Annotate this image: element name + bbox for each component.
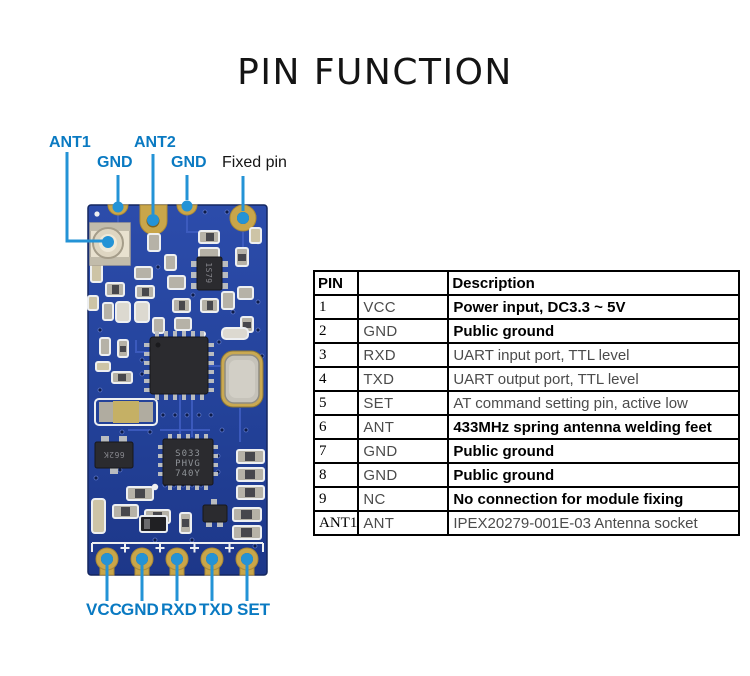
label-gnd: GND (121, 600, 159, 619)
desc-cell: 433MHz spring antenna welding feet (447, 414, 741, 440)
pin-cell: 2 (312, 318, 360, 344)
silkscreen (91, 211, 264, 553)
table-row: 9 NC No connection for module fixing (312, 486, 741, 512)
name-cell: NC (357, 486, 450, 512)
crystal (220, 350, 264, 408)
desc-cell: UART input port, TTL level (447, 342, 741, 368)
page-title: PIN FUNCTION (237, 52, 513, 94)
pin-function-table: PIN Description 1 VCC Power input, DC3.3… (312, 270, 741, 536)
table-row: 3 RXD UART input port, TTL level (312, 342, 741, 368)
fixed-pin-pad (229, 204, 257, 232)
table-row: 8 GND Public ground (312, 462, 741, 488)
pin-cell: 8 (312, 462, 360, 488)
pin-cell: 6 (312, 414, 360, 440)
header-name (357, 270, 450, 296)
rf-chip (144, 331, 214, 400)
pin-cell: 9 (312, 486, 360, 512)
table-header-row: PIN Description (312, 270, 741, 296)
desc-cell: IPEX20279-001E-03 Antenna socket (447, 510, 741, 536)
bottom-pads (95, 547, 259, 576)
gnd-pad-left (107, 204, 129, 216)
pin-cell: 5 (312, 390, 360, 416)
mcu-marking-line2: PHVG (175, 459, 201, 469)
pcb-vias (93, 209, 265, 549)
tantalum-capacitor (94, 398, 158, 426)
pin-cell: 7 (312, 438, 360, 464)
label-fixed-pin: Fixed pin (222, 154, 287, 171)
transistor-662k: 662K (94, 436, 134, 474)
table-row: ANT1 ANT IPEX20279-001E-03 Antenna socke… (312, 510, 741, 536)
top-pads (107, 200, 257, 235)
table-row: 6 ANT 433MHz spring antenna welding feet (312, 414, 741, 440)
header-pin: PIN (312, 270, 360, 296)
smd-passives (87, 227, 265, 540)
desc-cell: No connection for module fixing (447, 486, 741, 512)
gnd-pad-right (176, 204, 198, 216)
annotation-dots (101, 200, 253, 565)
mcu-marking-line3: 740Y (175, 469, 201, 479)
label-gnd-top-right: GND (171, 154, 207, 171)
desc-cell: Public ground (447, 462, 741, 488)
transistor-1s79: 1S79 (191, 256, 228, 291)
label-vcc: VCC (86, 600, 122, 619)
label-rxd: RXD (161, 600, 197, 619)
name-cell: TXD (357, 366, 450, 392)
pin-cell: ANT1 (312, 510, 360, 536)
label-set: SET (237, 600, 271, 619)
ipex-antenna-socket (89, 222, 131, 266)
header-description: Description (447, 270, 741, 296)
annotation-lines (65, 152, 249, 601)
pin-cell: 1 (312, 294, 360, 320)
name-cell: GND (357, 318, 450, 344)
table-row: 2 GND Public ground (312, 318, 741, 344)
desc-cell: Public ground (447, 318, 741, 344)
pcb-board (87, 204, 268, 576)
mcu-marking-line1: S033 (175, 449, 201, 459)
name-cell: ANT (357, 510, 450, 536)
diode (139, 515, 168, 533)
label-ant2: ANT2 (134, 134, 176, 151)
table-row: 4 TXD UART output port, TTL level (312, 366, 741, 392)
name-cell: VCC (357, 294, 450, 320)
desc-cell: Power input, DC3.3 ~ 5V (447, 294, 741, 320)
ant2-pad (139, 204, 168, 235)
pcb-traces (117, 212, 244, 442)
table-row: 5 SET AT command setting pin, active low (312, 390, 741, 416)
transistor-marking: 662K (103, 450, 124, 459)
name-cell: GND (357, 462, 450, 488)
pin-cell: 4 (312, 366, 360, 392)
mcu-chip: S033 PHVG 740Y (158, 434, 218, 490)
transistor-marking: 1S79 (204, 262, 213, 283)
name-cell: ANT (357, 414, 450, 440)
name-cell: RXD (357, 342, 450, 368)
label-txd: TXD (199, 600, 233, 619)
desc-cell: UART output port, TTL level (447, 366, 741, 392)
table-row: 7 GND Public ground (312, 438, 741, 464)
pin-cell: 3 (312, 342, 360, 368)
name-cell: SET (357, 390, 450, 416)
label-gnd-top-left: GND (97, 154, 133, 171)
name-cell: GND (357, 438, 450, 464)
table-row: 1 VCC Power input, DC3.3 ~ 5V (312, 294, 741, 320)
label-ant1: ANT1 (49, 134, 91, 151)
desc-cell: Public ground (447, 438, 741, 464)
transistor-small (202, 499, 228, 527)
desc-cell: AT command setting pin, active low (447, 390, 741, 416)
